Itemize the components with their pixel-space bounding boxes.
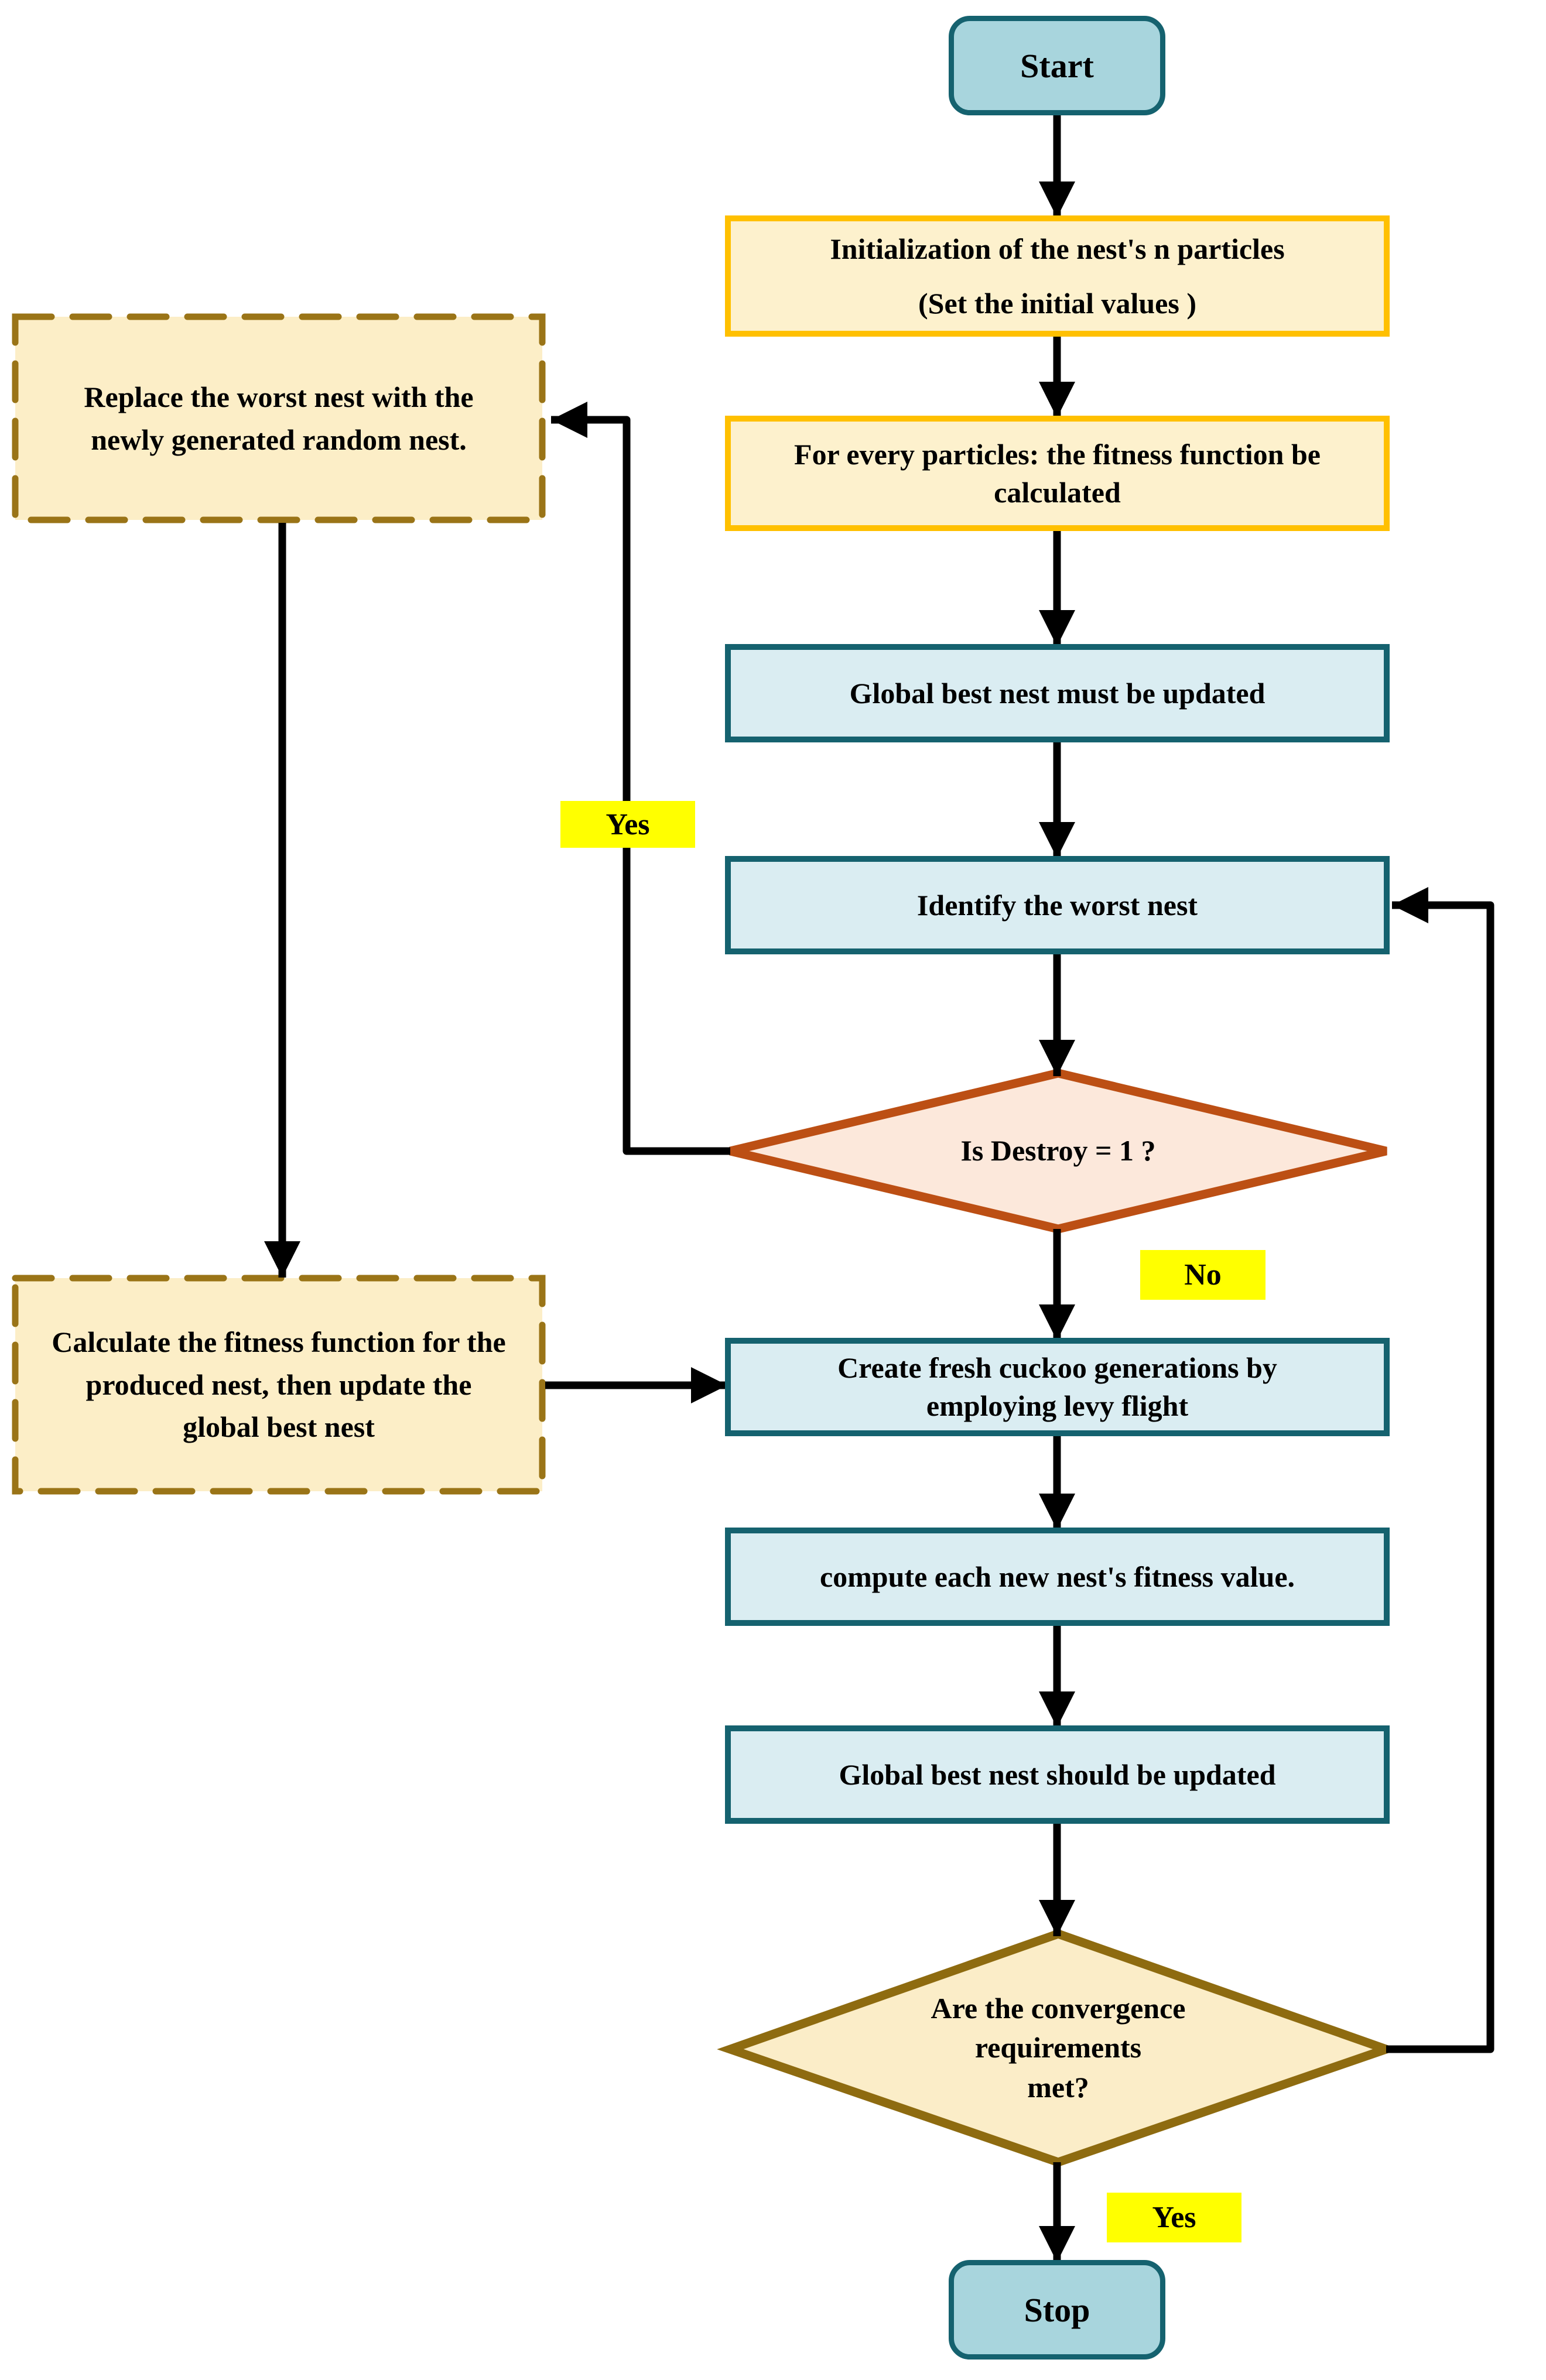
replace-worst-label: Replace the worst nest with the newly ge…: [84, 381, 474, 456]
edge-label-yes-convergence: Yes: [1107, 2193, 1241, 2242]
fitness-every-particle-label: For every particles: the fitness functio…: [794, 437, 1321, 509]
calculate-fitness-box-shape: [12, 1275, 546, 1495]
edge-destroy-replace-yes: [551, 402, 730, 1155]
initialization-line1: Initialization of the nest's n particles: [830, 232, 1285, 265]
stop-label: Stop: [1024, 2290, 1090, 2329]
calculate-fitness-label: Calculate the fitness function for the p…: [52, 1326, 506, 1444]
node-replace-worst: Replace the worst nest with the newly ge…: [15, 317, 542, 520]
convergence-decision-line3: met?: [1027, 2070, 1089, 2104]
replace-worst-box-shape: [12, 313, 546, 523]
yes-destroy-text: Yes: [606, 807, 650, 841]
edge-label-no-destroy: No: [1140, 1250, 1265, 1300]
compute-new-fitness-label: compute each new nest's fitness value.: [819, 1560, 1295, 1593]
start-label: Start: [1020, 46, 1094, 85]
initialization-line2: (Set the initial values ): [918, 286, 1196, 320]
global-best-should-label: Global best nest should be updated: [839, 1758, 1276, 1791]
node-convergence-decision: Are the convergence requirements met?: [730, 1934, 1386, 2162]
node-identify-worst: Identify the worst nest: [725, 856, 1390, 954]
destroy-decision-label: Is Destroy = 1 ?: [960, 1134, 1156, 1167]
no-destroy-text: No: [1184, 1258, 1222, 1292]
edge-convergence-identify-no: [1386, 887, 1494, 2053]
node-start: Start: [949, 16, 1165, 115]
global-best-must-label: Global best nest must be updated: [849, 676, 1265, 710]
node-global-best-must: Global best nest must be updated: [725, 644, 1390, 742]
edge-label-yes-destroy: Yes: [560, 801, 695, 848]
node-fitness-every-particle: For every particles: the fitness functio…: [725, 416, 1390, 531]
convergence-decision-line2: requirements: [974, 2031, 1142, 2064]
create-cuckoo-label: Create fresh cuckoo generations by emplo…: [837, 1351, 1277, 1422]
node-create-cuckoo: Create fresh cuckoo generations by emplo…: [725, 1338, 1390, 1436]
convergence-decision-line1: Are the convergence: [931, 1991, 1186, 2025]
node-compute-new-fitness: compute each new nest's fitness value.: [725, 1528, 1390, 1626]
node-stop: Stop: [949, 2260, 1165, 2360]
yes-convergence-text: Yes: [1152, 2201, 1196, 2234]
node-calculate-fitness: Calculate the fitness function for the p…: [15, 1278, 542, 1491]
identify-worst-label: Identify the worst nest: [916, 888, 1198, 922]
node-initialization: Initialization of the nest's n particles…: [725, 215, 1390, 337]
node-destroy-decision: Is Destroy = 1 ?: [730, 1073, 1386, 1229]
node-global-best-should: Global best nest should be updated: [725, 1725, 1390, 1824]
